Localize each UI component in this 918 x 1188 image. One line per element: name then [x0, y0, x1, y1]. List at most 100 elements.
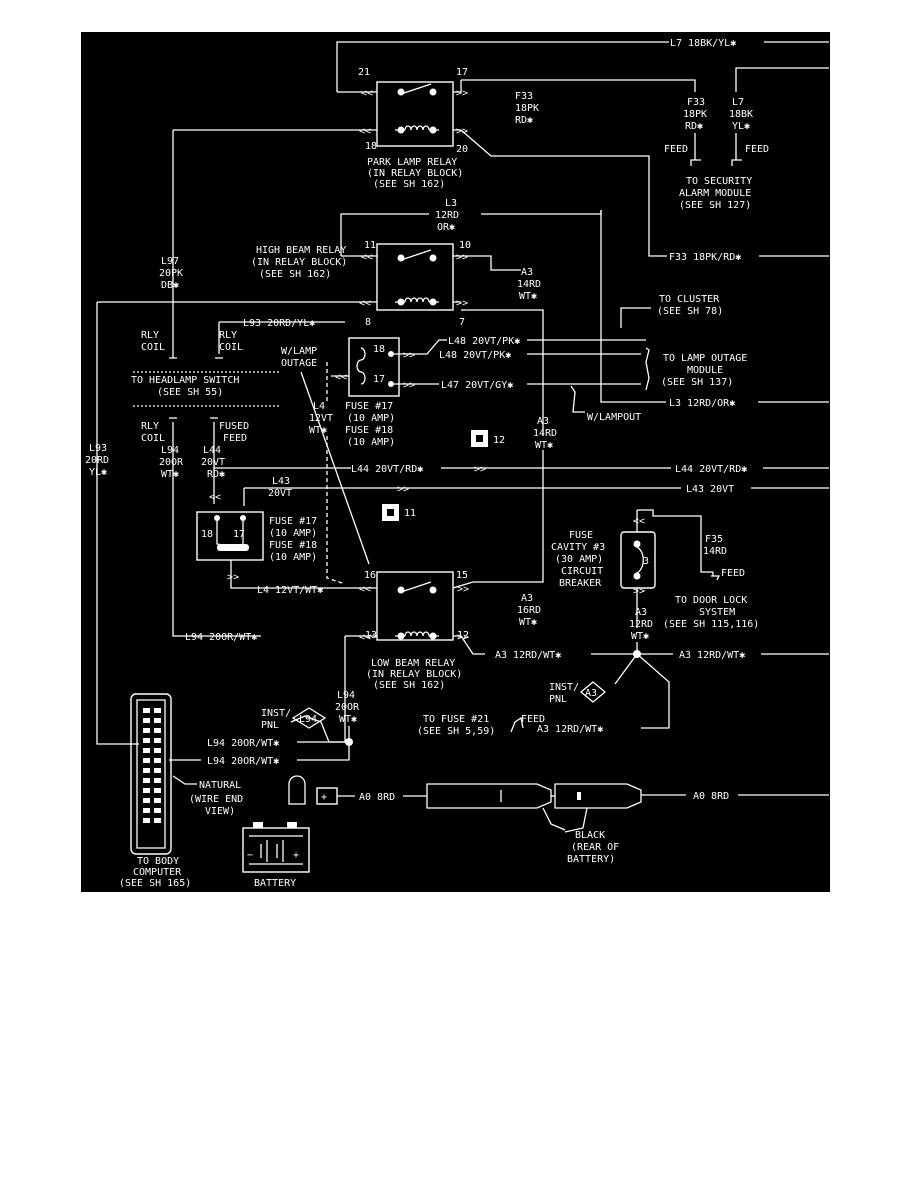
bottom-area: L94 20OR WT✱ L94 INST/ PNL L94 20OR/WT✱ … — [119, 653, 670, 889]
pin — [143, 728, 150, 733]
outage-dot-b — [388, 381, 394, 387]
battery-terminal-pos — [287, 822, 297, 828]
left-fuse-dot-a — [214, 515, 220, 521]
l94-row-2: L94 20OR/WT✱ — [207, 756, 279, 767]
l43-arrow: >> — [397, 484, 409, 495]
left-fuse-label-3: FUSE #18 — [269, 540, 317, 551]
hb-pin-7: 7 — [459, 317, 465, 328]
hb-coil-dot-b — [429, 298, 437, 306]
l94-1: L94 — [161, 445, 179, 456]
outage-l48-inner: L48 20VT/PK✱ — [439, 350, 511, 361]
lb-a3-wire: A3 12RD/WT✱ — [495, 650, 561, 661]
cable-sleeve-right — [554, 783, 642, 809]
edge-l43-label: L43 20VT — [686, 484, 734, 495]
left-fuse-label-1: FUSE #17 — [269, 516, 317, 527]
to-cluster-1: TO CLUSTER — [659, 294, 720, 305]
fuse-cavity-3: FUSE CAVITY #3 (30 AMP) CIRCUIT BREAKER … — [551, 509, 713, 658]
pin — [143, 748, 150, 753]
cavity-dot-a — [633, 540, 641, 548]
cavity-box — [620, 531, 656, 589]
sec-feed-right: FEED — [745, 144, 769, 155]
to-headlamp-switch-2: (SEE SH 55) — [157, 387, 223, 398]
hb-a3-2: 14RD — [517, 279, 541, 290]
park-coil-dot-a — [397, 126, 405, 134]
sec-f33-2: 18PK — [683, 109, 707, 120]
hb-pin-11-arrows: << — [361, 252, 373, 263]
cavity-a3-1: A3 — [635, 607, 647, 618]
f35-2: 14RD — [703, 546, 727, 557]
lb-l94-wire: L94 20OR/WT✱ — [185, 632, 257, 643]
body-computer-2: COMPUTER — [133, 867, 182, 878]
clamp-plus: + — [321, 792, 327, 803]
l4-wire-1: L4 — [313, 401, 325, 412]
outage-l47: L47 20VT/GY✱ — [441, 380, 513, 391]
hb-l3-2: 12RD — [435, 210, 459, 221]
battery-plus: + — [293, 850, 299, 861]
door-lock-3: (SEE SH 115,116) — [663, 619, 759, 630]
rly-coil-c-1: RLY — [141, 421, 159, 432]
lb-pin-16: 16 — [364, 570, 376, 581]
door-feed: FEED — [721, 568, 745, 579]
park-relay-name-3: (SEE SH 162) — [373, 179, 445, 190]
battery-icon — [242, 827, 310, 873]
l93-2: 20RD — [85, 455, 109, 466]
body-computer-3: (SEE SH 165) — [119, 878, 191, 889]
park-f33-label-2: 18PK — [515, 103, 539, 114]
lb-pin-15: 15 — [456, 570, 468, 581]
sec-f33-3: RD✱ — [685, 121, 703, 132]
sec-f33-1: F33 — [687, 97, 705, 108]
body-computer-connector — [130, 693, 172, 855]
f35-1: F35 — [705, 534, 723, 545]
l44-arrow: >> — [474, 464, 486, 475]
l4-wire-label: L4 12VT/WT✱ — [257, 585, 323, 596]
cavity-label-5: BREAKER — [559, 578, 602, 589]
edge-a3-label: A3 12RD/WT✱ — [679, 650, 745, 661]
hb-pin-11: 11 — [364, 240, 376, 251]
lamp-outage: W/LAMP OUTAGE 18 17 << >> >> L48 20VT/PK… — [281, 294, 747, 585]
outage-pin-17: 17 — [373, 374, 385, 385]
hb-name-2: (IN RELAY BLOCK) — [251, 257, 347, 268]
low-beam-relay: 16 15 13 12 << >> << >> L94 20OR/WT✱ A3 … — [185, 570, 637, 743]
pin — [143, 798, 150, 803]
park-relay-box — [376, 81, 454, 147]
pin — [154, 808, 161, 813]
outage-a3-1: A3 — [537, 416, 549, 427]
pin — [154, 818, 161, 823]
to-outage-module-2: MODULE — [687, 365, 723, 376]
inst-pnl-left-1: INST/ — [261, 708, 291, 719]
w-lampout-label: W/LAMPOUT — [587, 412, 641, 423]
l43-2: 20VT — [268, 488, 292, 499]
to-headlamp-switch-1: TO HEADLAMP SWITCH — [131, 375, 239, 386]
hb-pin-10: 10 — [459, 240, 471, 251]
wiring-diagram: L7 18BK/YL✱ F33 18PK/RD✱ L48 20VT/PK✱ L3… — [81, 32, 830, 892]
pin — [154, 778, 161, 783]
inst-pnl-left-2: PNL — [261, 720, 279, 731]
sec-feed-left: FEED — [664, 144, 688, 155]
battery-minus: − — [247, 850, 253, 861]
edge-a0-label: A0 8RD — [693, 791, 729, 802]
sec-l7-3: YL✱ — [732, 121, 750, 132]
connector-12-icon-inner — [476, 435, 483, 442]
lb-a3-2: 16RD — [517, 605, 541, 616]
pin — [143, 758, 150, 763]
door-lock-2: SYSTEM — [699, 607, 735, 618]
a3-feed-wire: A3 12RD/WT✱ — [537, 724, 603, 735]
lb-pin-16-arrows: << — [359, 584, 371, 595]
lb-pin-15-arrows: >> — [457, 584, 469, 595]
low-relay-box — [376, 571, 454, 641]
headlamp-switch: RLY COIL RLY COIL TO HEADLAMP SWITCH (SE… — [131, 330, 281, 444]
body-computer-1: TO BODY — [137, 856, 179, 867]
hb-l3-3: OR✱ — [437, 222, 455, 233]
park-pin-20: 20 — [456, 144, 468, 155]
security-alarm: F33 18PK RD✱ L7 18BK YL✱ FEED FEED TO SE… — [664, 97, 769, 211]
pin — [154, 728, 161, 733]
l94-splice-2: 20OR — [335, 702, 360, 713]
outage-dot-a — [388, 351, 394, 357]
cavity-dot-b — [633, 572, 641, 580]
pin — [154, 748, 161, 753]
a3-diamond — [579, 681, 607, 703]
black-1: BLACK — [575, 830, 605, 841]
park-pin-21: 21 — [358, 67, 370, 78]
hb-switch-pivot — [397, 254, 405, 262]
pin — [154, 788, 161, 793]
